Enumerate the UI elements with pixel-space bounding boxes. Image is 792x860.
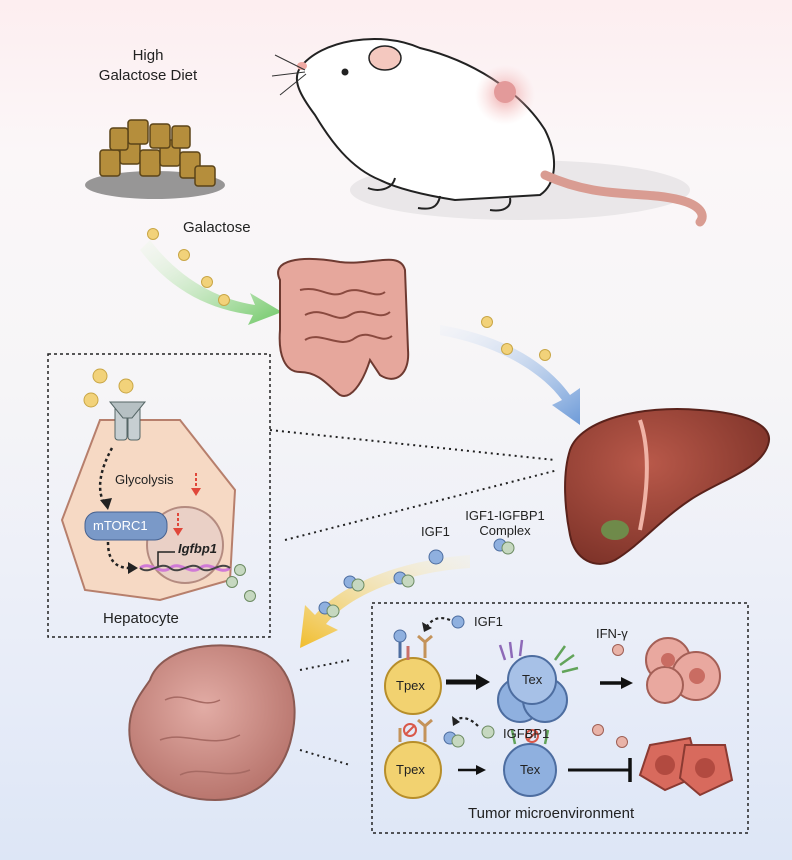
ifn-gamma-molecule-bottom bbox=[616, 736, 628, 748]
green-arrow bbox=[140, 240, 282, 325]
ifn-gamma-molecule bbox=[612, 644, 624, 656]
diet-label: High Galactose Diet bbox=[78, 46, 218, 86]
galactose-label: Galactose bbox=[183, 219, 251, 236]
igf1-molecule bbox=[451, 615, 465, 629]
tex-label-bottom: Tex bbox=[520, 762, 541, 777]
food-pellets-illustration bbox=[85, 119, 225, 199]
diet-label-line2: Galactose Diet bbox=[98, 67, 198, 84]
mouse-illustration bbox=[271, 37, 707, 227]
connector-line bbox=[284, 469, 559, 541]
igf1-igfbp1-complex-label: IGF1-IGFBP1 Complex bbox=[455, 508, 555, 538]
yellow-arrow bbox=[300, 555, 470, 648]
glucose-transporter-icon bbox=[108, 401, 147, 441]
tumor-microenvironment-label: Tumor microenvironment bbox=[468, 805, 635, 822]
tme-igf1-label: IGF1 bbox=[474, 614, 503, 629]
hepatocyte-label: Hepatocyte bbox=[103, 610, 179, 627]
connector-line bbox=[299, 749, 351, 766]
intestine-illustration bbox=[277, 258, 410, 397]
complex-label-line1: IGF1-IGFBP1 bbox=[465, 508, 545, 523]
igfbp1-gene-label: Igfbp1 bbox=[178, 541, 217, 556]
tex-cell-bottom bbox=[503, 729, 557, 797]
diet-label-line1: High bbox=[132, 47, 164, 64]
mtorc1-box bbox=[84, 511, 168, 541]
connector-line bbox=[269, 429, 556, 461]
tex-cell-top bbox=[497, 639, 579, 723]
tpex-label-bottom: Tpex bbox=[396, 762, 425, 777]
tumor-illustration bbox=[128, 644, 296, 802]
blue-arrow bbox=[440, 325, 580, 425]
igf1-label: IGF1 bbox=[421, 524, 450, 539]
tpex-cell-bottom bbox=[384, 718, 442, 799]
hepatocyte-secreted-molecules bbox=[226, 564, 256, 602]
liver-output-molecules bbox=[318, 538, 515, 618]
mtorc1-arrow bbox=[106, 541, 131, 570]
hepatocyte-panel bbox=[47, 353, 271, 638]
dna-icon bbox=[139, 564, 231, 572]
connector-line bbox=[299, 659, 351, 671]
glycolysis-label: Glycolysis bbox=[115, 472, 174, 487]
dying-tumor-cells bbox=[645, 637, 721, 704]
tpex-label-top: Tpex bbox=[396, 678, 425, 693]
complex-label-line2: Complex bbox=[479, 523, 531, 538]
igfbp1-label: IGFBP1 bbox=[503, 726, 550, 741]
liver-illustration bbox=[564, 408, 770, 565]
tex-label-top: Tex bbox=[522, 672, 543, 687]
tpex-cell-top bbox=[384, 629, 442, 715]
igfbp1-molecule bbox=[443, 725, 495, 748]
galactose-molecules bbox=[83, 228, 551, 408]
ifn-gamma-label: IFN-γ bbox=[596, 626, 628, 641]
mtorc1-label: mTORC1 bbox=[93, 518, 148, 533]
surviving-tumor-cells bbox=[638, 736, 734, 797]
hepatocyte-cell bbox=[60, 419, 237, 602]
ifn-gamma-molecule-bottom bbox=[592, 724, 604, 736]
tumor-microenvironment-panel bbox=[371, 602, 749, 834]
